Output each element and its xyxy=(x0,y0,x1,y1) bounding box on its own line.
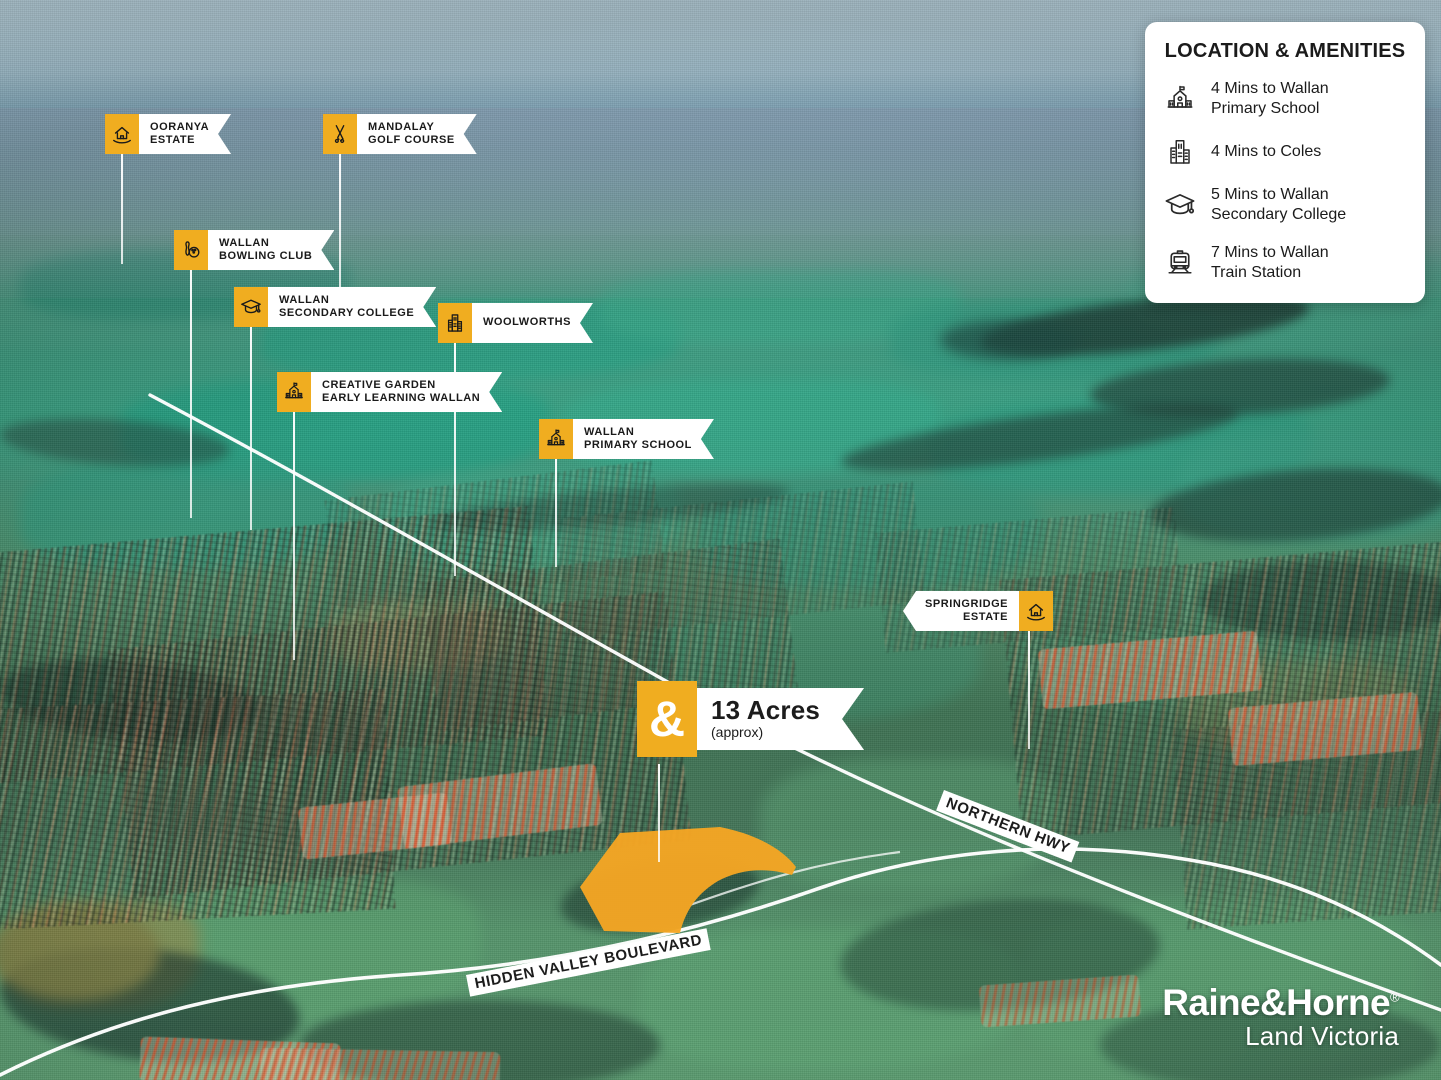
golf-clubs-icon xyxy=(323,114,357,154)
brand-name-text: Raine&Horne xyxy=(1162,982,1391,1024)
house-in-hand-icon xyxy=(1019,591,1054,631)
amenity-row-coles: 4 Mins to Coles xyxy=(1163,137,1407,167)
hero-subtitle: (approx) xyxy=(711,724,764,741)
hero-label: 13 Acres (approx) xyxy=(697,688,864,750)
land-parcel-polygon[interactable] xyxy=(560,805,850,965)
amenity-text: 4 Mins to Wallan Primary School xyxy=(1211,79,1329,119)
amenity-row-secondary-college: 5 Mins to Wallan Secondary College xyxy=(1163,185,1407,225)
marker-label-line2: ESTATE xyxy=(963,611,1009,623)
amenity-line1: 7 Mins to Wallan xyxy=(1211,244,1329,261)
bowling-icon xyxy=(174,230,208,270)
amenity-line2: Secondary College xyxy=(1211,206,1347,223)
school-building-icon xyxy=(539,419,573,459)
brand-tagline: Land Victoria xyxy=(1245,1021,1399,1052)
marker-pole-wallan-bowling-club xyxy=(190,268,192,518)
marker-pole-wallan-secondary-college xyxy=(250,325,252,530)
amenity-line2: Train Station xyxy=(1211,264,1302,281)
store-building-icon xyxy=(438,303,472,343)
map-marker-mandalay-golf-course[interactable]: MANDALAY GOLF COURSE xyxy=(323,114,477,154)
marker-label-line1: CREATIVE GARDEN xyxy=(322,378,436,391)
amenity-text: 5 Mins to Wallan Secondary College xyxy=(1211,185,1346,225)
map-marker-ooranya-estate[interactable]: OORANYA ESTATE xyxy=(105,114,231,154)
marker-label-ooranya-estate: OORANYA ESTATE xyxy=(139,114,231,154)
rooftop-cluster xyxy=(259,1047,501,1080)
marker-pole-creative-garden-early-learning xyxy=(293,410,295,660)
amenity-line1: 4 Mins to Coles xyxy=(1211,143,1322,160)
school-building-icon xyxy=(1163,84,1197,114)
marker-label-creative-garden-early-learning: CREATIVE GARDEN EARLY LEARNING WALLAN xyxy=(311,372,502,412)
hero-banner-13-acres[interactable]: & 13 Acres (approx) xyxy=(637,681,864,757)
amenity-line1: 5 Mins to Wallan xyxy=(1211,186,1329,203)
marker-label-line2: PRIMARY SCHOOL xyxy=(584,439,692,451)
marker-label-line1: WALLAN xyxy=(279,293,330,306)
marker-pole-mandalay-golf-course xyxy=(339,152,341,294)
brand-logo: Raine&Horne® Land Victoria xyxy=(1162,984,1399,1052)
map-marker-woolworths[interactable]: WOOLWORTHS xyxy=(438,303,593,343)
school-building-icon xyxy=(277,372,311,412)
marker-label-wallan-secondary-college: WALLAN SECONDARY COLLEGE xyxy=(268,287,436,327)
marker-pole-springridge-estate xyxy=(1028,629,1030,749)
marker-label-line1: WALLAN xyxy=(219,236,270,249)
marker-label-mandalay-golf-course: MANDALAY GOLF COURSE xyxy=(357,114,477,154)
marker-label-line1: MANDALAY xyxy=(368,120,435,133)
location-amenities-panel: LOCATION & AMENITIES 4 Mins to Wallan Pr xyxy=(1145,22,1425,303)
train-icon xyxy=(1163,248,1197,278)
marker-label-springridge-estate: SPRINGRIDGE ESTATE xyxy=(903,591,1020,631)
marker-label-line2: SECONDARY COLLEGE xyxy=(279,307,415,319)
marker-label-line2: BOWLING CLUB xyxy=(219,250,313,262)
marker-label-line1: OORANYA xyxy=(150,120,210,133)
map-marker-wallan-primary-school[interactable]: WALLAN PRIMARY SCHOOL xyxy=(539,419,714,459)
marker-label-line1: SPRINGRIDGE xyxy=(925,597,1009,610)
marker-label-line2: EARLY LEARNING WALLAN xyxy=(322,392,481,404)
marker-pole-wallan-primary-school xyxy=(555,457,557,567)
graduation-cap-icon xyxy=(1163,189,1197,221)
amenity-line2: Primary School xyxy=(1211,100,1320,117)
registered-mark: ® xyxy=(1390,989,1400,1005)
graduation-cap-icon xyxy=(234,287,268,327)
marker-label-line1: WALLAN xyxy=(584,425,635,438)
hero-pole xyxy=(658,764,660,862)
map-marker-wallan-bowling-club[interactable]: WALLAN BOWLING CLUB xyxy=(174,230,334,270)
map-marker-creative-garden-early-learning[interactable]: CREATIVE GARDEN EARLY LEARNING WALLAN xyxy=(277,372,502,412)
ampersand-logo: & xyxy=(637,681,697,757)
amenity-line1: 4 Mins to Wallan xyxy=(1211,80,1329,97)
marker-label-line2: ESTATE xyxy=(150,134,196,146)
marker-pole-ooranya-estate xyxy=(121,152,123,264)
house-in-hand-icon xyxy=(105,114,139,154)
brand-name: Raine&Horne® xyxy=(1162,984,1399,1021)
amenity-row-train-station: 7 Mins to Wallan Train Station xyxy=(1163,243,1407,283)
panel-title: LOCATION & AMENITIES xyxy=(1164,40,1406,62)
map-marker-springridge-estate[interactable]: SPRINGRIDGE ESTATE xyxy=(903,591,1054,631)
marker-label-woolworths: WOOLWORTHS xyxy=(472,303,593,343)
amenity-row-primary-school: 4 Mins to Wallan Primary School xyxy=(1163,79,1407,119)
amenity-text: 4 Mins to Coles xyxy=(1211,142,1321,162)
marker-label-line2: GOLF COURSE xyxy=(368,134,455,146)
hero-title: 13 Acres xyxy=(711,695,821,726)
amenity-text: 7 Mins to Wallan Train Station xyxy=(1211,243,1329,283)
marker-label-line1: WOOLWORTHS xyxy=(483,316,571,329)
water-body xyxy=(940,320,1080,360)
marker-label-wallan-primary-school: WALLAN PRIMARY SCHOOL xyxy=(573,419,714,459)
store-building-icon xyxy=(1163,137,1197,167)
marker-label-wallan-bowling-club: WALLAN BOWLING CLUB xyxy=(208,230,334,270)
map-marker-wallan-secondary-college[interactable]: WALLAN SECONDARY COLLEGE xyxy=(234,287,436,327)
